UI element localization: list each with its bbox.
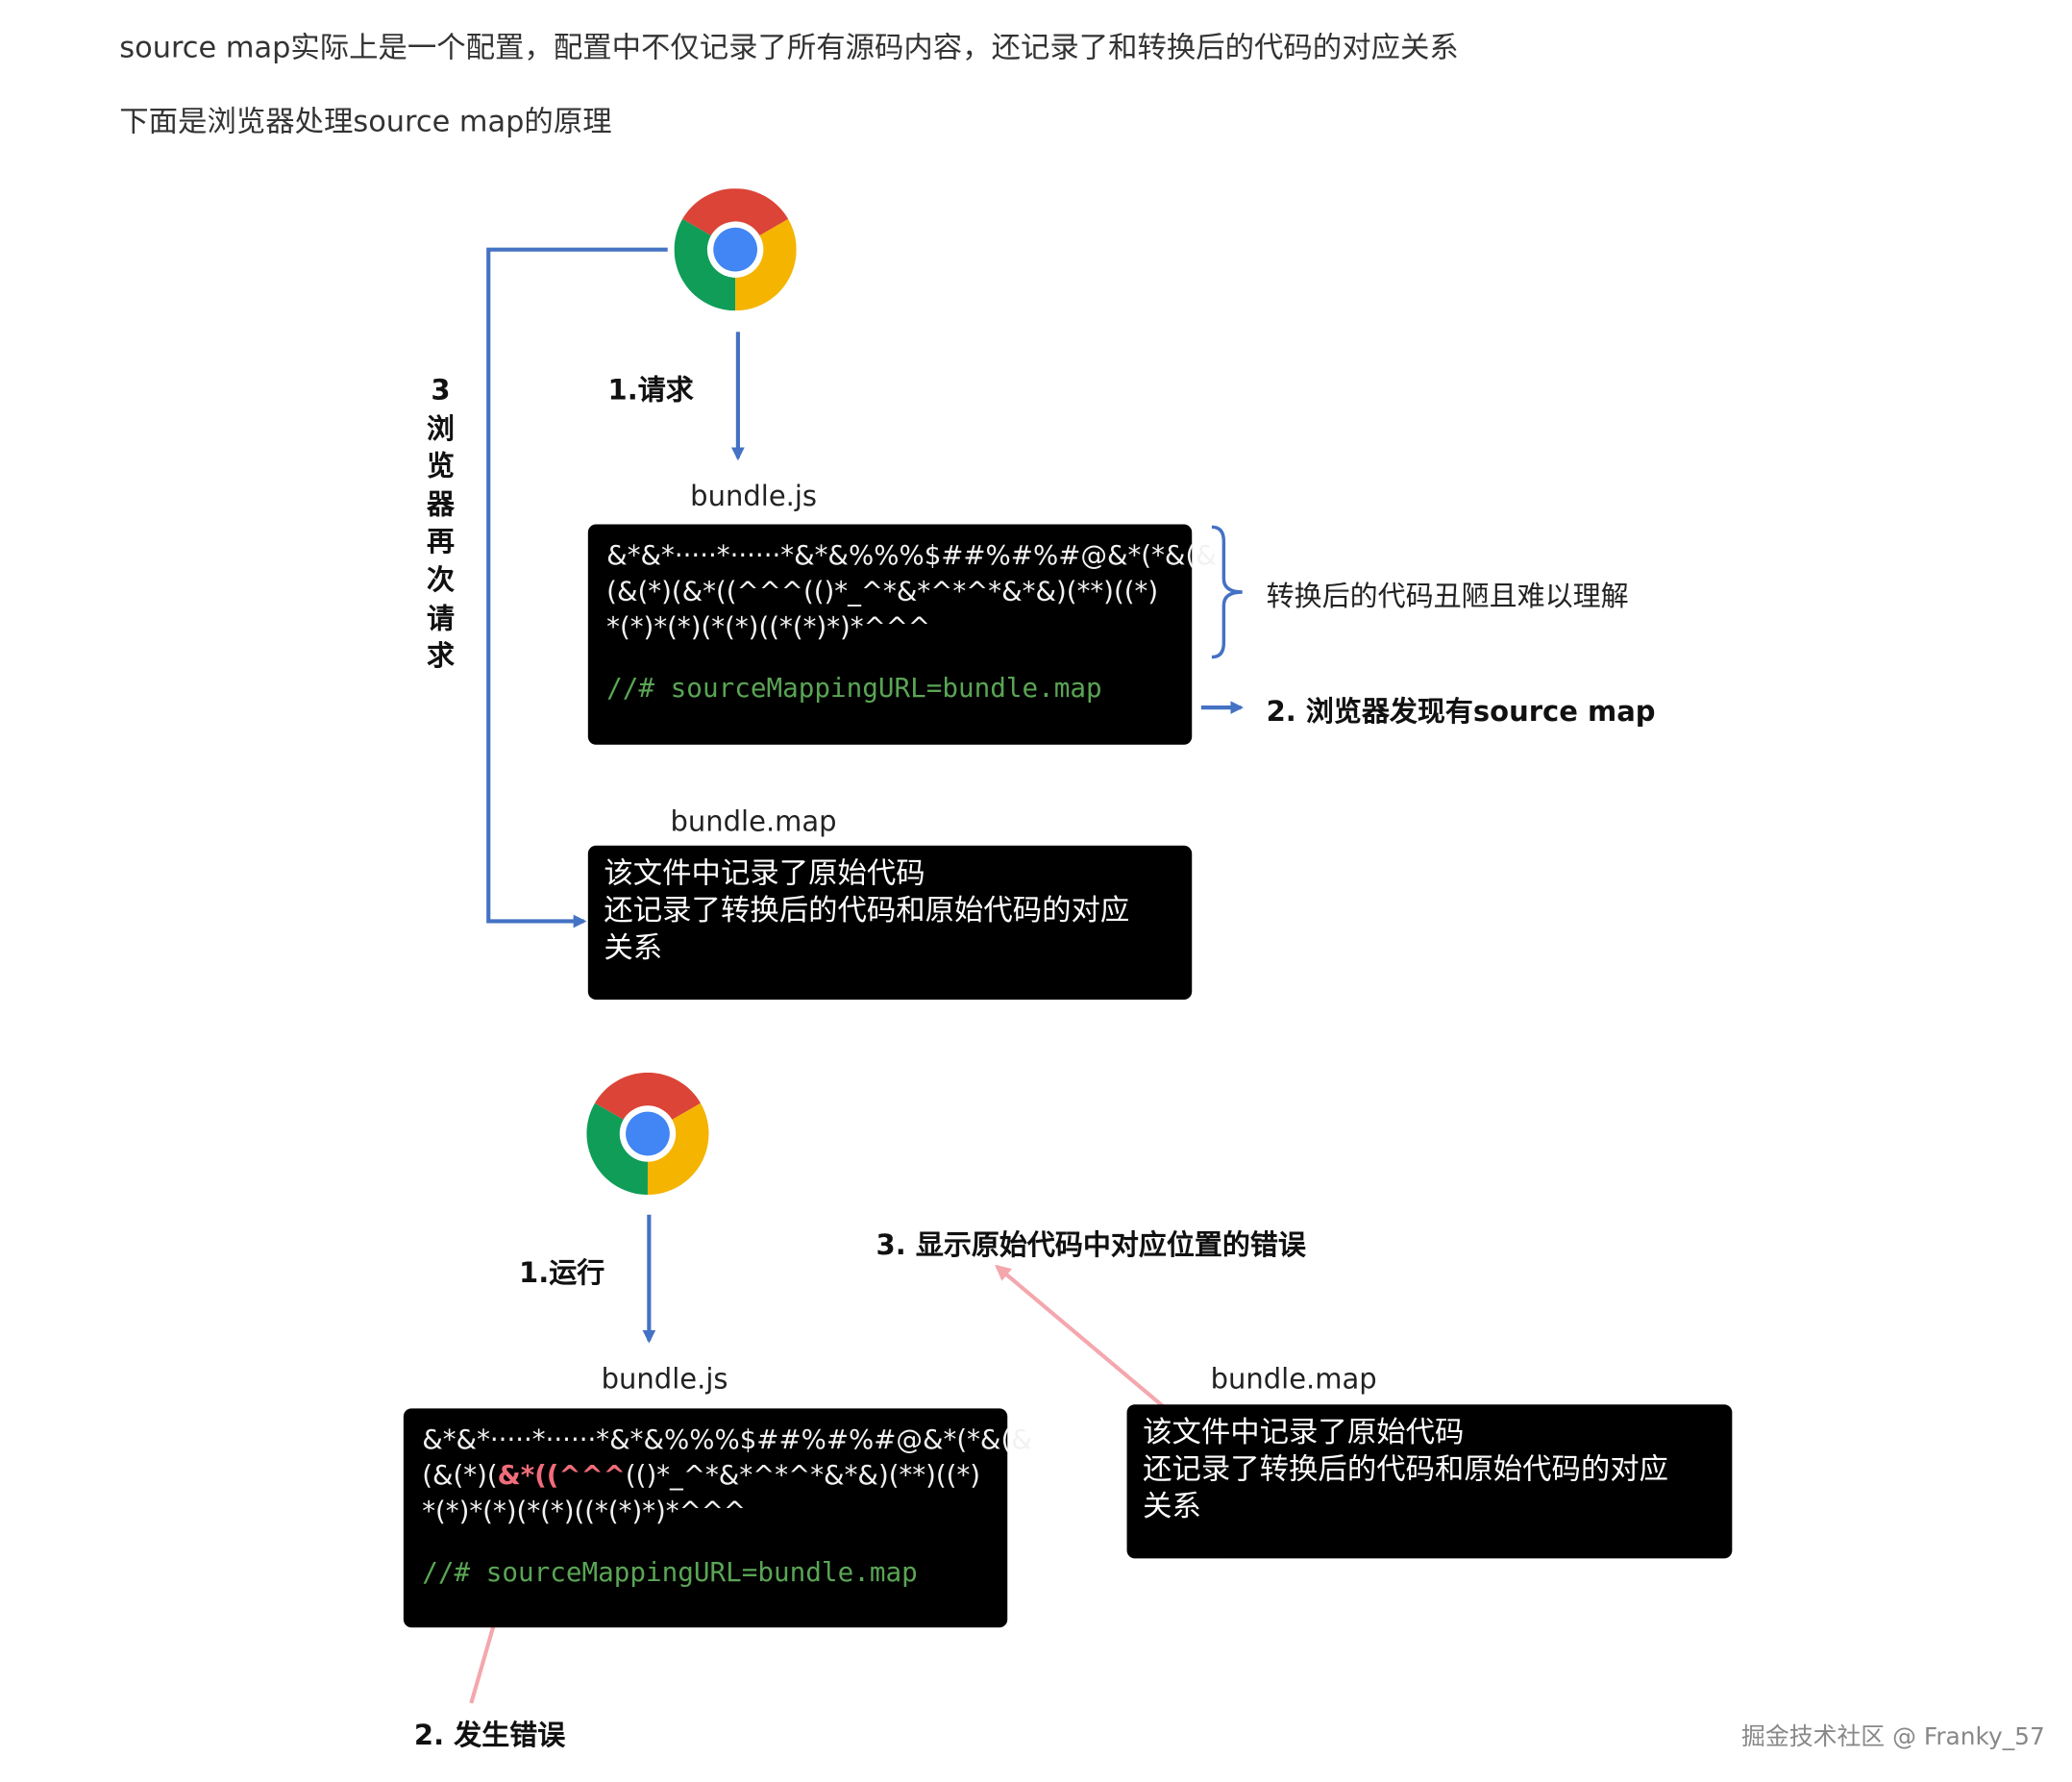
step-reload-char: 次 [427, 563, 456, 597]
chrome-icon [674, 188, 797, 311]
code-line-3: *(*)*(*)(*(*)((*(*)*)*^^^ [422, 1495, 747, 1527]
error-highlight: &*((^^^ [497, 1458, 626, 1491]
chrome-icon [586, 1072, 709, 1195]
watermark: 掘金技术社区 @ Franky_57 [1741, 1722, 2045, 1751]
code-line-2: (&(*)(&*((^^^(()*_^*&*^*^*&*&)(**)((*) [606, 575, 1159, 607]
source-mapping-url-comment: //# sourceMappingURL=bundle.map [422, 1555, 918, 1588]
step-reload-char: 再 [427, 526, 456, 558]
show-error-arrow [995, 1264, 1166, 1409]
step-reload-char: 求 [427, 639, 456, 673]
intro-paragraph-2: 下面是浏览器处理source map的原理 [119, 106, 612, 140]
step-reload-char: 浏 [427, 411, 456, 445]
step-request-label: 1.请求 [607, 374, 694, 407]
step-reload-char: 器 [427, 487, 456, 521]
curly-brace [1211, 525, 1243, 659]
step-found-label: 2. 浏览器发现有source map [1266, 695, 1656, 728]
source-mapping-url-comment: //# sourceMappingURL=bundle.map [606, 671, 1102, 704]
code-line-2: (&(*)(&*((^^^(()*_^*&*^*^*&*&)(**)((*) [422, 1458, 981, 1491]
step-reload-char: 览 [427, 450, 456, 483]
map-line-3: 关系 [1143, 1490, 1201, 1524]
step-reload-char: 3 [431, 374, 451, 407]
map-line-3: 关系 [604, 931, 663, 966]
map-line-2: 还记录了转换后的代码和原始代码的对应 [1143, 1453, 1669, 1487]
map-line-2: 还记录了转换后的代码和原始代码的对应 [604, 894, 1130, 928]
step-show-error-label: 3. 显示原始代码中对应位置的错误 [876, 1228, 1306, 1262]
step-run-label: 1.运行 [519, 1256, 605, 1290]
bundle-map-box: 该文件中记录了原始代码 还记录了转换后的代码和原始代码的对应 关系 [587, 845, 1193, 1000]
bundle-js-label: bundle.js [690, 480, 818, 513]
bundle-map-label-2: bundle.map [1210, 1363, 1377, 1396]
step-error-label: 2. 发生错误 [413, 1719, 566, 1751]
code-line-1: &*&*·····*······*&*&%%%$##%#%#@&*(*&(& [606, 538, 1217, 571]
bundle-js-label-2: bundle.js [601, 1363, 728, 1396]
bundle-js-code-box: &*&*·····*······*&*&%%%$##%#%#@&*(*&(& (… [587, 524, 1217, 745]
bundle-map-label: bundle.map [670, 805, 837, 838]
step-reload-char: 请 [427, 602, 456, 634]
map-line-1: 该文件中记录了原始代码 [1143, 1416, 1465, 1450]
brace-note: 转换后的代码丑陋且难以理解 [1266, 580, 1629, 612]
code-line-3: *(*)*(*)(*(*)((*(*)*)*^^^ [606, 610, 931, 643]
step-reload-label: 3 浏览器再次请求 [425, 372, 456, 676]
reload-arrow [486, 247, 668, 928]
code-line-1: &*&*·····*······*&*&%%%$##%#%#@&*(*&(& [422, 1423, 1032, 1455]
bundle-map-box-2: 该文件中记录了原始代码 还记录了转换后的代码和原始代码的对应 关系 [1126, 1404, 1733, 1559]
bundle-js-code-box-2: &*&*·····*······*&*&%%%$##%#%#@&*(*&(& (… [403, 1408, 1032, 1628]
intro-paragraph-1: source map实际上是一个配置，配置中不仅记录了所有源码内容，还记录了和转… [119, 32, 1459, 65]
map-line-1: 该文件中记录了原始代码 [604, 857, 925, 891]
